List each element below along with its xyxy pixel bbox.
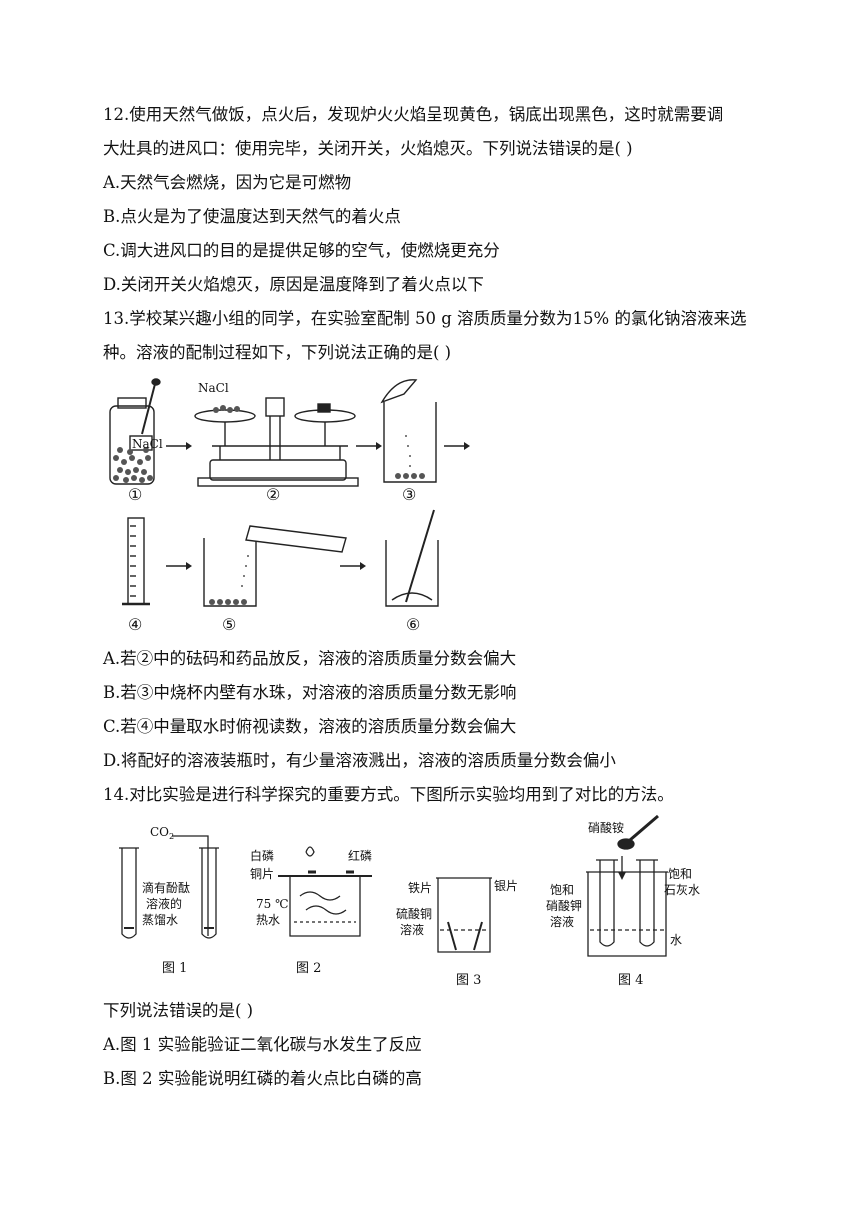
q12-option-c: C.调大进风口的目的是提供足够的空气，使燃烧更充分 <box>103 241 500 260</box>
silver-sheet-label: 银片 <box>494 879 518 893</box>
figure-2 <box>278 846 372 937</box>
figure-3 <box>436 877 492 953</box>
figure-4 <box>586 814 668 957</box>
jar-label: NaCl <box>132 437 163 451</box>
q12-stem-line2: 大灶具的进风口：使用完毕，关闭开关，火焰熄灭。下列说法错误的是( ) <box>103 139 633 158</box>
q14-option-a: A.图 1 实验能验证二氧化碳与水发生了反应 <box>103 1035 422 1054</box>
fig4-caption: 图 4 <box>618 973 643 988</box>
red-phosphorus-label: 红磷 <box>348 848 372 863</box>
step-4-label: ④ <box>128 615 142 634</box>
fig4-right-line2: 石灰水 <box>664 883 700 897</box>
salt-grains <box>113 447 153 483</box>
step-1-label: ① <box>128 485 142 504</box>
q13-option-b: B.若③中烧杯内壁有水珠，对溶液的溶质质量分数无影响 <box>103 683 517 702</box>
fig4-right-line1: 饱和 <box>668 866 692 881</box>
q12-option-a: A.天然气会燃烧，因为它是可燃物 <box>103 173 352 192</box>
reagent-jar <box>109 378 161 485</box>
step-6-label: ⑥ <box>406 615 420 634</box>
q12-option-d: D.关闭开关火焰熄灭，原因是温度降到了着火点以下 <box>103 275 484 294</box>
fig1-solution-line3: 蒸馏水 <box>142 913 178 927</box>
q13-option-a: A.若②中的砝码和药品放反，溶液的溶质质量分数会偏大 <box>103 649 517 668</box>
q12-option-b: B.点火是为了使温度达到天然气的着火点 <box>103 207 401 226</box>
beaker-step6 <box>385 509 439 607</box>
fig3-solution-line1: 硫酸铜 <box>396 906 432 921</box>
solution-preparation-figure: NaCl NaCl ① ② ③ ④ ⑤ ⑥ <box>109 378 470 634</box>
q13-stem-line2: 种。溶液的配制过程如下，下列说法正确的是( ) <box>103 343 452 362</box>
graduated-cylinder <box>122 517 150 606</box>
q14-question: 下列说法错误的是( ) <box>103 1001 254 1020</box>
fig4-left-line3: 溶液 <box>550 914 574 929</box>
balance <box>194 397 359 487</box>
fig1-caption: 图 1 <box>162 961 187 976</box>
fig2-caption: 图 2 <box>296 961 321 976</box>
figure-1 <box>119 835 219 939</box>
q13-stem-line1: 13.学校某兴趣小组的同学，在实验室配制 50 g 溶质质量分数为15% 的氯化… <box>103 309 747 328</box>
white-phosphorus-label: 白磷 <box>250 848 274 863</box>
temperature-label: 75 ℃ <box>256 897 289 911</box>
q13-option-c: C.若④中量取水时俯视读数，溶液的溶质质量分数会偏大 <box>103 717 517 736</box>
fig4-left-line2: 硝酸钾 <box>546 898 582 913</box>
iron-sheet-label: 铁片 <box>408 881 432 895</box>
beaker-step3 <box>380 379 437 483</box>
hot-water-label: 热水 <box>256 913 280 927</box>
nacl-label: NaCl <box>198 381 229 395</box>
step-2-label: ② <box>266 485 280 504</box>
co2-label: CO2 <box>150 825 174 841</box>
fig3-caption: 图 3 <box>456 973 481 988</box>
copper-sheet-label: 铜片 <box>250 866 274 881</box>
q14-option-b: B.图 2 实验能说明红磷的着火点比白磷的高 <box>103 1069 422 1088</box>
beaker-step5 <box>203 525 347 607</box>
q12-stem-line1: 12.使用天然气做饭，点火后，发现炉火火焰呈现黄色，锅底出现黑色，这时就需要调 <box>103 105 724 124</box>
q14-stem: 14.对比实验是进行科学探究的重要方式。下图所示实验均用到了对比的方法。 <box>103 785 674 804</box>
fig1-solution-line1: 滴有酚酞 <box>142 880 190 895</box>
fig4-water-label: 水 <box>670 933 682 947</box>
fig3-solution-line2: 溶液 <box>400 922 424 937</box>
ammonium-nitrate-label: 硝酸铵 <box>588 820 624 835</box>
comparison-experiments-figure: CO2 滴有酚酞 溶液的 蒸馏水 图 1 白磷 红磷 铜片 75 ℃ 热水 图 … <box>119 814 700 988</box>
fig4-left-line1: 饱和 <box>550 882 574 897</box>
q13-option-d: D.将配好的溶液装瓶时，有少量溶液溅出，溶液的溶质质量分数会偏小 <box>103 751 616 770</box>
step-5-label: ⑤ <box>222 615 236 634</box>
fig1-solution-line2: 溶液的 <box>146 896 182 911</box>
step-3-label: ③ <box>402 485 416 504</box>
